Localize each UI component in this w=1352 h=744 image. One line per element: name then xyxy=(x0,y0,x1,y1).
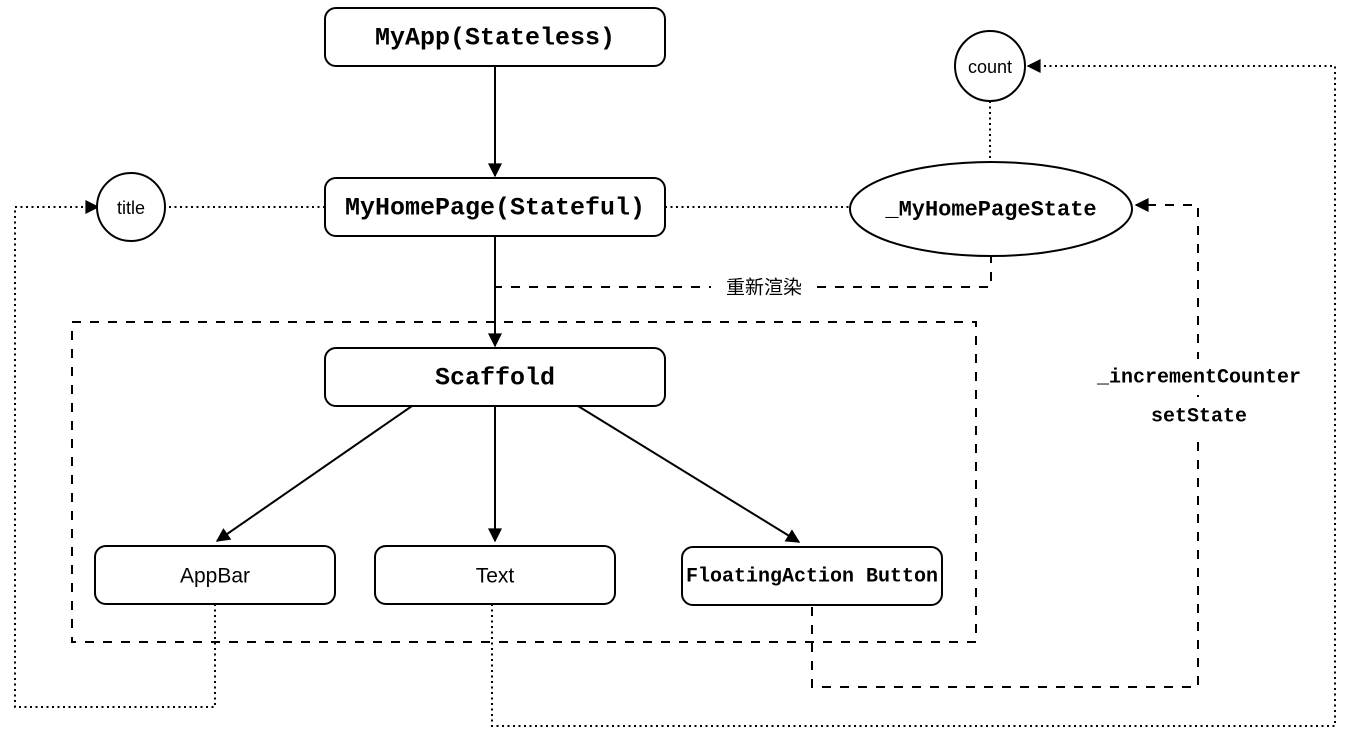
edge-appbar-to-title xyxy=(14,200,216,708)
node-floating-action-button-label: FloatingAction Button xyxy=(686,566,938,589)
edge-state-rerender xyxy=(495,254,992,288)
label-increment-counter: _incrementCounter xyxy=(1096,367,1301,390)
node-count xyxy=(954,30,1026,102)
node-myhomepagestate-label: _MyHomePageState xyxy=(884,198,1096,223)
label-rerender: 重新渲染 xyxy=(726,277,802,299)
node-myhomepage-label: MyHomePage(Stateful) xyxy=(345,194,645,223)
label-increment-counter-bg xyxy=(1086,359,1312,395)
node-text-label: Text xyxy=(476,565,515,588)
node-count-label: count xyxy=(968,57,1012,77)
node-title-label: title xyxy=(117,198,145,218)
edge-fab-to-state xyxy=(811,198,1199,688)
edge-scaffold-to-appbar xyxy=(215,405,413,542)
node-scaffold xyxy=(324,347,666,407)
node-text xyxy=(374,545,616,605)
node-myapp xyxy=(324,7,666,67)
widget-subtree-container xyxy=(71,321,977,643)
label-rerender-bg xyxy=(711,272,817,302)
node-myapp-label: MyApp(Stateless) xyxy=(375,24,615,53)
node-myhomepage xyxy=(324,177,666,237)
node-myhomepagestate xyxy=(849,161,1133,257)
node-appbar xyxy=(94,545,336,605)
node-floating-action-button xyxy=(681,546,943,606)
label-setstate: setState xyxy=(1151,406,1247,429)
node-appbar-label: AppBar xyxy=(180,565,250,588)
node-title xyxy=(96,172,166,242)
edge-scaffold-to-fab xyxy=(577,405,801,543)
label-setstate-bg xyxy=(1141,399,1259,433)
edge-text-to-count xyxy=(491,59,1336,727)
node-scaffold-label: Scaffold xyxy=(435,364,555,393)
